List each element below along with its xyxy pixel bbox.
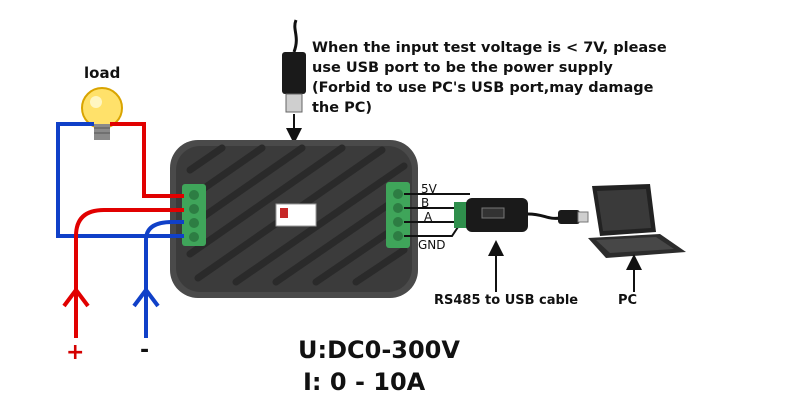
current-spec: I: 0 - 10A: [303, 368, 426, 396]
usb-power-cable-icon: [282, 19, 306, 144]
note-line: When the input test voltage is < 7V, ple…: [312, 40, 667, 56]
cable-label: RS485 to USB cable: [434, 293, 579, 308]
load-label: load: [84, 64, 121, 82]
usb-power-note: When the input test voltage is < 7V, ple…: [312, 38, 712, 118]
voltage-spec: U:DC0-300V: [298, 336, 460, 364]
positive-label: +: [66, 340, 85, 365]
pin-5v-label: 5V: [421, 182, 437, 196]
note-line: (Forbid to use PC's USB port,may damage: [312, 80, 654, 96]
pin-b-label: B: [421, 196, 430, 210]
pin-gnd-label: GND: [418, 238, 446, 252]
negative-input-arrow-icon: [132, 286, 160, 338]
pin-a-label: A: [424, 210, 433, 224]
load-wiring: [56, 122, 184, 312]
note-line: use USB port to be the power supply: [312, 60, 613, 76]
laptop-pc-icon: [588, 184, 686, 258]
positive-input-arrow-icon: [62, 286, 90, 338]
note-line: the PC): [312, 100, 373, 116]
bulb-load-icon: [81, 87, 123, 140]
negative-label: -: [140, 338, 150, 363]
rs485-usb-converter-icon: [454, 198, 589, 232]
meter-module-icon: [170, 140, 418, 298]
pc-label: PC: [618, 293, 638, 308]
